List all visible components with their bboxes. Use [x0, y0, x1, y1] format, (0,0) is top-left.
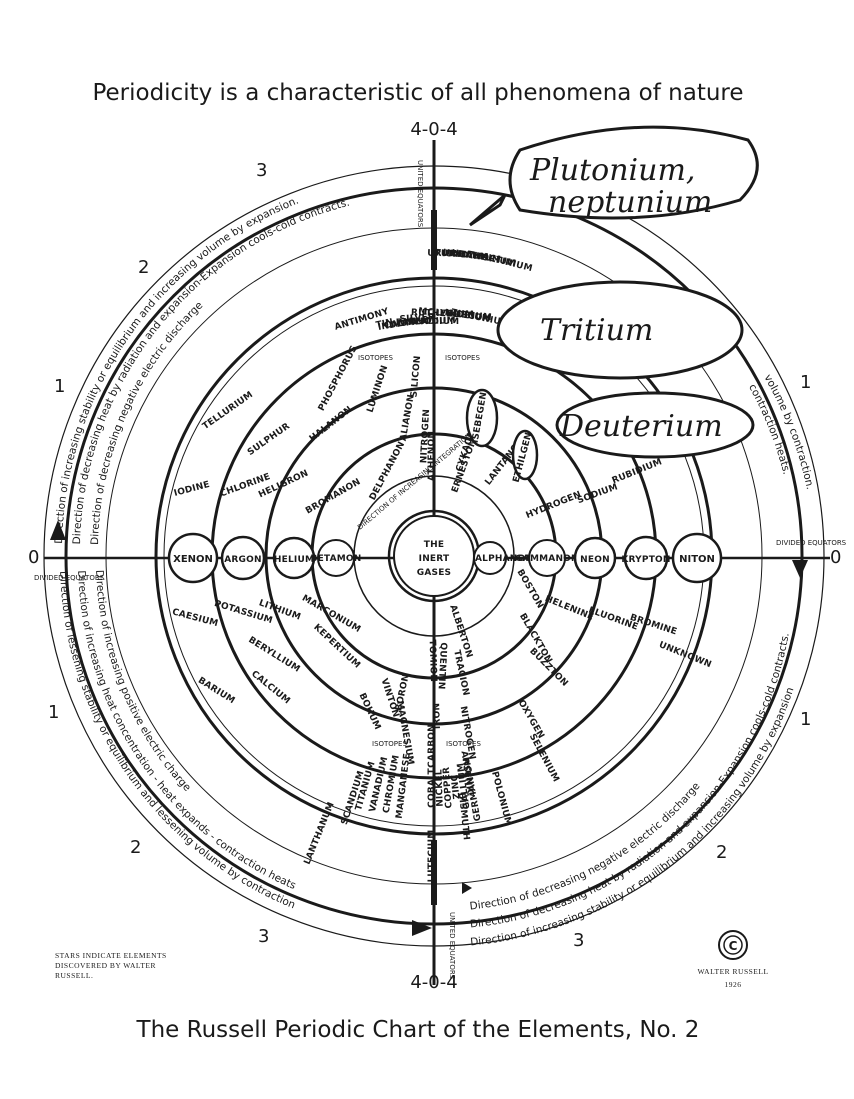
g-ul-element-4: SILVER [399, 312, 435, 324]
g-lu-element-3: IODINE [173, 480, 211, 499]
neptunium-text: neptunium [548, 185, 712, 220]
g-ru-element-3: RUBIDIUM [611, 457, 664, 486]
xenon-label: XENON [173, 554, 213, 565]
g-lu-element-10: SILICON [409, 355, 423, 398]
divided-equators-left: DIVIDED EQUATORS [34, 574, 105, 582]
g-ul-element-5: PALLADIUM [396, 316, 456, 328]
g-ul-element-6: RHODIUM [409, 317, 460, 327]
gammanon-label: GAMMANON [515, 554, 579, 564]
octave-one-ur: 1 [800, 372, 811, 393]
g-rd-element-1: HELENINE [543, 594, 595, 623]
g-lu-element-12: NITROGEN [419, 409, 432, 464]
octave-three-ll: 3 [258, 926, 269, 947]
center-line1: THE [424, 540, 444, 550]
g-bt-element-10: ZINC [450, 774, 463, 800]
g-ur-element-5: ACTINIUM [481, 252, 534, 274]
octave-one-lr: 1 [800, 709, 811, 730]
g-ru-element-1: HYDROGEN [525, 490, 583, 521]
g-ru-element-2: SODIUM [576, 482, 619, 506]
niton-label: NITON [679, 554, 715, 565]
octave-three-lr: 3 [573, 930, 584, 951]
argon-label: ARGON [224, 555, 261, 565]
g-bt-element-14: LUTECIUM [427, 830, 437, 883]
octave-two-ul: 2 [138, 257, 149, 278]
center-line3: GASES [417, 568, 451, 578]
g-lu-element-9: LUMINON [366, 364, 391, 414]
center-line2: INERT [419, 554, 450, 564]
octave-two-ll: 2 [130, 837, 141, 858]
copyright-icon: C [718, 930, 748, 960]
helium-label: HELIUM [274, 555, 314, 565]
top-title: Periodicity is a characteristic of all p… [92, 80, 743, 106]
plutonium-text: Plutonium, [529, 153, 695, 188]
bottom-title: The Russell Periodic Chart of the Elemen… [136, 1017, 700, 1043]
g-ur-element-0: URIUM [427, 249, 462, 260]
g-ur-element-1: TURIUM [434, 248, 476, 261]
g-bt-element-6: IRON [432, 703, 443, 730]
g-bt-element-13: CARBON [427, 724, 437, 768]
g-lu-element-2: HALANON [308, 405, 355, 444]
g-bt-element-7: COBALT [427, 768, 437, 808]
signature-year: 1926 [725, 980, 742, 989]
g-bt-element-15: BORON [394, 673, 412, 712]
alphanon-label: ALPHANON [475, 554, 533, 564]
g-ur-element-2: URIDIUM [442, 248, 489, 263]
octave-one-ll: 1 [48, 702, 59, 723]
handwritten-notes: Plutonium, neptunium Tritium Deuterium I… [465, 125, 759, 484]
octave-zero-left: 0 [28, 547, 39, 568]
g-lu-element-6: BROMANON [304, 477, 362, 517]
signature-name: WALTER RUSSELL [697, 967, 768, 976]
g-rd-element-9: POLONIUM [489, 771, 513, 828]
octave-one-ul: 1 [54, 376, 65, 397]
g-ld-element-6: BARIUM [196, 676, 237, 707]
isotopes-upper-right: ISOTOPES [445, 354, 480, 362]
elements-right-lower-quadrant: BOSTONHELENINEFLUORINEBROMINEUNKNOWNBLAC… [447, 568, 712, 841]
g-ur-element-6: RUTHENIUM [411, 308, 474, 320]
g-rd-element-4: UNKNOWN [657, 640, 713, 670]
g-ul-element-1: TIN [375, 317, 394, 330]
elements-bottom: LANTHANUMSCANDIUMTITANIUMVANADIUMCHROMIU… [303, 673, 484, 882]
deuterium-text: Deuterium [559, 409, 723, 444]
g-ld-element-3: MARCONIUM [300, 593, 362, 635]
isotopes-upper-left: ISOTOPES [358, 354, 393, 362]
octave-three-ul: 3 [256, 160, 267, 181]
krypton-label: KRYPTON [621, 555, 670, 565]
top-404-label: 4-0-4 [410, 119, 457, 140]
g-ld-element-8: BOHUM [357, 692, 383, 732]
g-ld-element-0: CAESIUM [171, 607, 219, 629]
isotopes-lower-left: ISOTOPES [372, 740, 407, 748]
g-lu-element-0: TELLURIUM [201, 390, 255, 432]
g-bt-element-9: COPPER [442, 766, 455, 808]
divided-equators-right: DIVIDED EQUATORS [776, 539, 847, 547]
octave-two-lr: 2 [716, 842, 727, 863]
united-equators-bottom: UNITED EQUATORS [448, 912, 456, 980]
octave-zero-right: 0 [830, 547, 841, 568]
g-ld-element-11: TOMION [427, 639, 438, 682]
svg-text:C: C [729, 939, 738, 953]
inert-gas-row: XENON ARGON HELIUM BETAMON ALPHANON GAMM… [167, 532, 723, 584]
g-lu-element-13: ATHENON [427, 431, 437, 481]
direction-arrows [50, 520, 808, 936]
g-bt-element-8: NICKEL [434, 769, 445, 807]
g-rd-element-14: BISMUTH [456, 792, 471, 841]
stars-note-line3: RUSSELL. [55, 971, 93, 980]
tritium-text: Tritium [540, 313, 653, 348]
united-equators-top: UNITED EQUATORS [416, 160, 424, 228]
g-ld-element-12: QUENTIN [436, 642, 448, 690]
betamon-label: BETAMON [311, 554, 362, 564]
neon-label: NEON [580, 555, 610, 565]
stars-note-line2: DISCOVERED BY WALTER [55, 961, 156, 970]
isotopes-lower-right: ISOTOPES [446, 740, 481, 748]
stars-note-line1: STARS INDICATE ELEMENTS [55, 951, 167, 960]
